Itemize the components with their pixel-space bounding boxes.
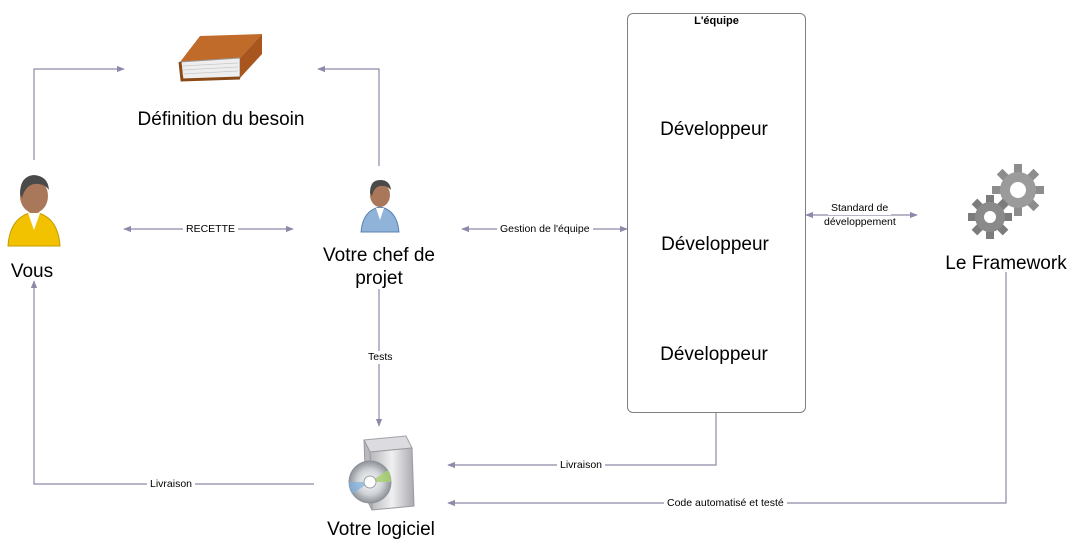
user-yellow-icon	[7, 175, 61, 247]
dev-label-2: Développeur	[661, 234, 769, 255]
besoin-label: Définition du besoin	[137, 109, 305, 130]
edge-label-livraison-vous: Livraison	[147, 478, 196, 491]
edge-label-code: Code automatisé et testé	[664, 497, 787, 510]
user-blue-icon	[360, 180, 400, 233]
edge-livraison-vous	[30, 280, 314, 485]
edge-code	[447, 272, 1007, 507]
team-title: L'équipe	[694, 15, 739, 27]
vous-label: Vous	[10, 261, 54, 282]
edge-label-standard-1: Standard de	[828, 202, 892, 215]
book-icon	[178, 34, 262, 82]
edge-livraison-team	[447, 413, 717, 469]
dev-label-1: Développeur	[660, 119, 768, 140]
software-box-cd-icon	[348, 435, 415, 511]
edge-label-standard-2: développement	[821, 216, 899, 229]
edge-vous-besoin	[33, 65, 125, 160]
team-container: L'équipe	[627, 13, 806, 413]
dev-label-3: Développeur	[660, 344, 768, 365]
edge-chef-besoin	[317, 65, 380, 166]
edge-label-recette: RECETTE	[183, 223, 239, 236]
edge-label-gestion: Gestion de l'équipe	[497, 223, 593, 236]
edge-label-tests: Tests	[365, 351, 396, 364]
chef-label-line2: projet	[355, 268, 403, 289]
gears-icon	[968, 164, 1044, 239]
chef-label-line1: Votre chef de	[323, 245, 435, 266]
logiciel-label: Votre logiciel	[327, 519, 435, 540]
framework-label: Le Framework	[945, 253, 1067, 274]
edge-label-livraison-team: Livraison	[557, 459, 606, 472]
